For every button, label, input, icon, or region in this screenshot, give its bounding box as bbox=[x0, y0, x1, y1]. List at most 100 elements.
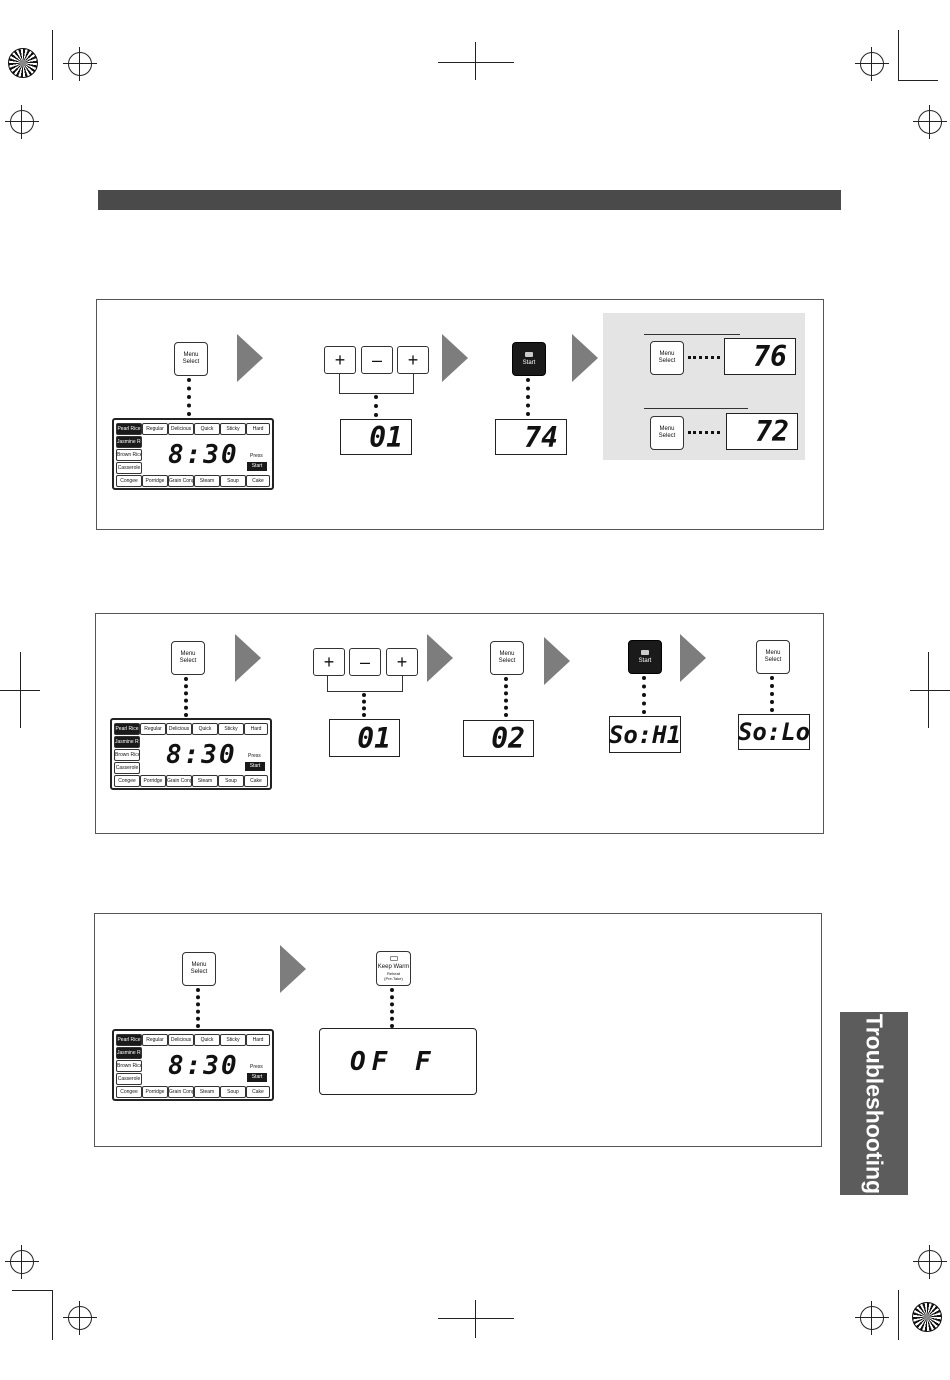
press-label: Press bbox=[250, 1064, 263, 1070]
key-quick[interactable]: Quick bbox=[194, 1034, 220, 1046]
key-jasmine-rice[interactable]: Jasmine Rice bbox=[114, 736, 140, 748]
key-regular[interactable]: Regular bbox=[140, 723, 166, 735]
plus-button[interactable]: + bbox=[313, 648, 345, 676]
registration-mark bbox=[855, 47, 889, 81]
key-delicious[interactable]: Delicious bbox=[168, 1034, 194, 1046]
lcd-display-code: 01 bbox=[340, 419, 412, 455]
key-sticky[interactable]: Sticky bbox=[220, 1034, 246, 1046]
key-hard[interactable]: Hard bbox=[246, 1034, 270, 1046]
key-delicious[interactable]: Delicious bbox=[168, 423, 194, 435]
key-casserole[interactable]: Casserole bbox=[116, 1073, 142, 1085]
key-pearl-rice[interactable]: Pearl Rice bbox=[116, 423, 142, 435]
start-button[interactable]: Start bbox=[628, 640, 662, 674]
start-button[interactable]: Start bbox=[512, 342, 546, 376]
plus-button[interactable]: + bbox=[397, 346, 429, 374]
key-sticky[interactable]: Sticky bbox=[218, 723, 244, 735]
underline bbox=[644, 408, 748, 409]
key-congee[interactable]: Congee bbox=[114, 775, 140, 787]
step-arrow bbox=[427, 634, 453, 682]
connector-dots bbox=[196, 988, 204, 1028]
key-jasmine-rice[interactable]: Jasmine Rice bbox=[116, 1047, 142, 1059]
key-steam[interactable]: Steam bbox=[194, 475, 220, 487]
key-casserole[interactable]: Casserole bbox=[114, 762, 140, 774]
menu-select-button[interactable]: Menu Select bbox=[756, 640, 790, 674]
crop-mark bbox=[52, 30, 53, 80]
key-grain-congee[interactable]: Grain Congee bbox=[168, 475, 194, 487]
menu-select-button[interactable]: Menu Select bbox=[650, 341, 684, 375]
menu-select-button[interactable]: Menu Select bbox=[182, 952, 216, 986]
key-quick[interactable]: Quick bbox=[192, 723, 218, 735]
troubleshooting-tab: Troubleshooting bbox=[840, 1012, 908, 1195]
connector-dots bbox=[688, 431, 720, 437]
key-soup[interactable]: Soup bbox=[220, 1086, 246, 1098]
bracket-line bbox=[327, 675, 403, 692]
start-indicator: Start bbox=[247, 462, 267, 471]
key-congee[interactable]: Congee bbox=[116, 475, 142, 487]
press-label: Press bbox=[248, 753, 261, 759]
key-cake[interactable]: Cake bbox=[246, 1086, 270, 1098]
key-cake[interactable]: Cake bbox=[244, 775, 268, 787]
menu-select-button[interactable]: Menu Select bbox=[490, 641, 524, 675]
start-indicator: Start bbox=[245, 762, 265, 771]
key-delicious[interactable]: Delicious bbox=[166, 723, 192, 735]
lcd-display-alt1: 76 bbox=[724, 338, 796, 375]
connector-dots bbox=[526, 378, 534, 416]
registration-sunburst-bottom-right bbox=[912, 1302, 942, 1332]
key-congee[interactable]: Congee bbox=[116, 1086, 142, 1098]
key-steam[interactable]: Steam bbox=[194, 1086, 220, 1098]
key-porridge[interactable]: Porridge bbox=[142, 1086, 168, 1098]
control-panel: Pearl Rice Regular Delicious Quick Stick… bbox=[110, 718, 272, 790]
registration-mark bbox=[855, 1301, 889, 1335]
key-brown-rice[interactable]: Brown Rice bbox=[116, 1060, 142, 1072]
registration-mark bbox=[5, 1245, 39, 1279]
menu-select-button[interactable]: Menu Select bbox=[171, 641, 205, 675]
key-brown-rice[interactable]: Brown Rice bbox=[116, 449, 142, 461]
key-brown-rice[interactable]: Brown Rice bbox=[114, 749, 140, 761]
key-porridge[interactable]: Porridge bbox=[140, 775, 166, 787]
key-soup[interactable]: Soup bbox=[218, 775, 244, 787]
connector-dots bbox=[504, 677, 512, 717]
registration-mark bbox=[913, 105, 947, 139]
menu-select-button[interactable]: Menu Select bbox=[650, 416, 684, 450]
control-panel: Pearl Rice Regular Delicious Quick Stick… bbox=[112, 1029, 274, 1101]
crop-mark bbox=[0, 690, 40, 691]
key-hard[interactable]: Hard bbox=[244, 723, 268, 735]
key-grain-congee[interactable]: Grain Congee bbox=[166, 775, 192, 787]
control-panel: Pearl Rice Regular Delicious Quick Stick… bbox=[112, 418, 274, 490]
press-label: Press bbox=[250, 453, 263, 459]
plus-button[interactable]: + bbox=[386, 648, 418, 676]
bracket-line bbox=[339, 373, 414, 394]
key-hard[interactable]: Hard bbox=[246, 423, 270, 435]
registration-mark bbox=[63, 1301, 97, 1335]
step-arrow bbox=[237, 334, 263, 382]
key-regular[interactable]: Regular bbox=[142, 1034, 168, 1046]
key-casserole[interactable]: Casserole bbox=[116, 462, 142, 474]
key-cake[interactable]: Cake bbox=[246, 475, 270, 487]
key-sticky[interactable]: Sticky bbox=[220, 423, 246, 435]
minus-button[interactable]: – bbox=[361, 346, 393, 374]
key-grain-congee[interactable]: Grain Congee bbox=[168, 1086, 194, 1098]
menu-select-button[interactable]: Menu Select bbox=[174, 342, 208, 376]
registration-mark bbox=[913, 1245, 947, 1279]
crop-mark bbox=[898, 80, 938, 81]
crop-mark bbox=[438, 62, 514, 63]
key-pearl-rice[interactable]: Pearl Rice bbox=[116, 1034, 142, 1046]
crop-mark bbox=[438, 1318, 514, 1319]
key-porridge[interactable]: Porridge bbox=[142, 475, 168, 487]
key-soup[interactable]: Soup bbox=[220, 475, 246, 487]
crop-mark bbox=[898, 1290, 899, 1340]
key-jasmine-rice[interactable]: Jasmine Rice bbox=[116, 436, 142, 448]
key-pearl-rice[interactable]: Pearl Rice bbox=[114, 723, 140, 735]
lcd-display-off: OF F bbox=[319, 1028, 477, 1095]
step-arrow bbox=[680, 634, 706, 682]
minus-button[interactable]: – bbox=[349, 648, 381, 676]
plus-button[interactable]: + bbox=[324, 346, 356, 374]
keep-warm-button[interactable]: Keep Warm Reheat (Pre-Take) bbox=[376, 951, 411, 986]
key-steam[interactable]: Steam bbox=[192, 775, 218, 787]
connector-dots bbox=[642, 676, 650, 714]
time-display: 8:30 bbox=[168, 440, 239, 470]
step-arrow bbox=[544, 637, 570, 685]
key-regular[interactable]: Regular bbox=[142, 423, 168, 435]
key-quick[interactable]: Quick bbox=[194, 423, 220, 435]
lcd-display-hi: So:H1 bbox=[609, 716, 681, 753]
